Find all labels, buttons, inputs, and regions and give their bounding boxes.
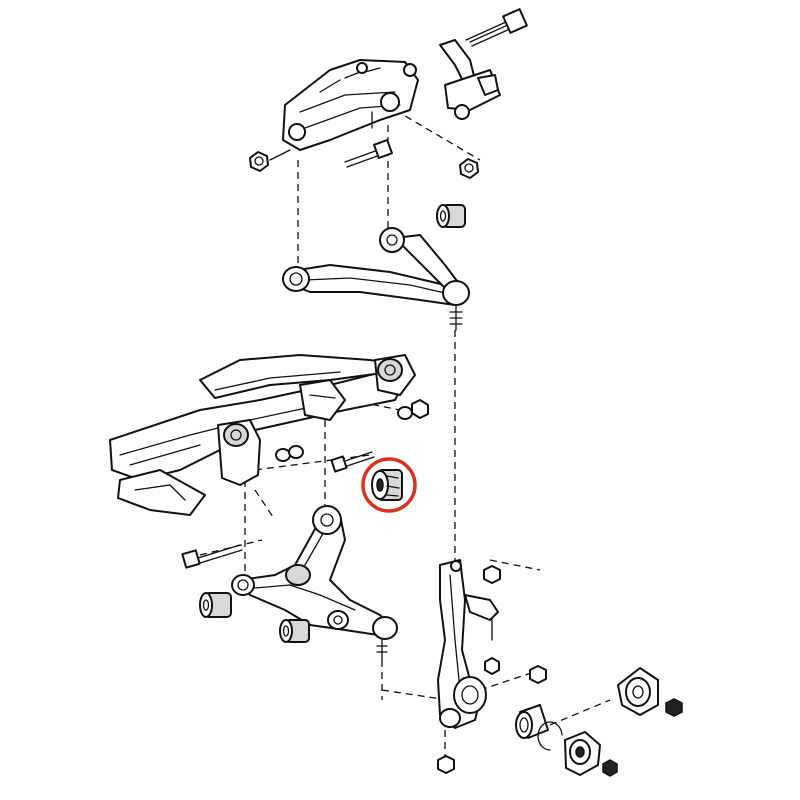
height-sensor-bracket [439,39,501,120]
subframe-hardware [275,399,429,473]
top-bolt [465,8,528,47]
lower-control-arm [231,505,398,661]
tie-rod-end [464,594,500,675]
lower-arm-rear-bushing [279,619,310,643]
steering-knuckle [437,559,487,729]
snap-ring [537,721,563,751]
knuckle-nuts [437,565,547,774]
assembly-guide-lines [199,109,611,760]
upper-control-arm [282,227,470,331]
subframe [109,354,416,516]
wheel-bearing [515,704,549,739]
lower-arm-bolt [181,544,243,569]
hub-flange [617,667,683,717]
wheel-hub [564,731,618,777]
highlighted-lower-arm-bushing [361,457,417,513]
upper-mount-bolt [344,139,393,168]
lower-arm-front-bushing [199,592,232,618]
upper-arm-bushing [436,204,466,228]
upper-strut-mount [282,59,419,151]
upper-mount-nuts [249,149,479,179]
